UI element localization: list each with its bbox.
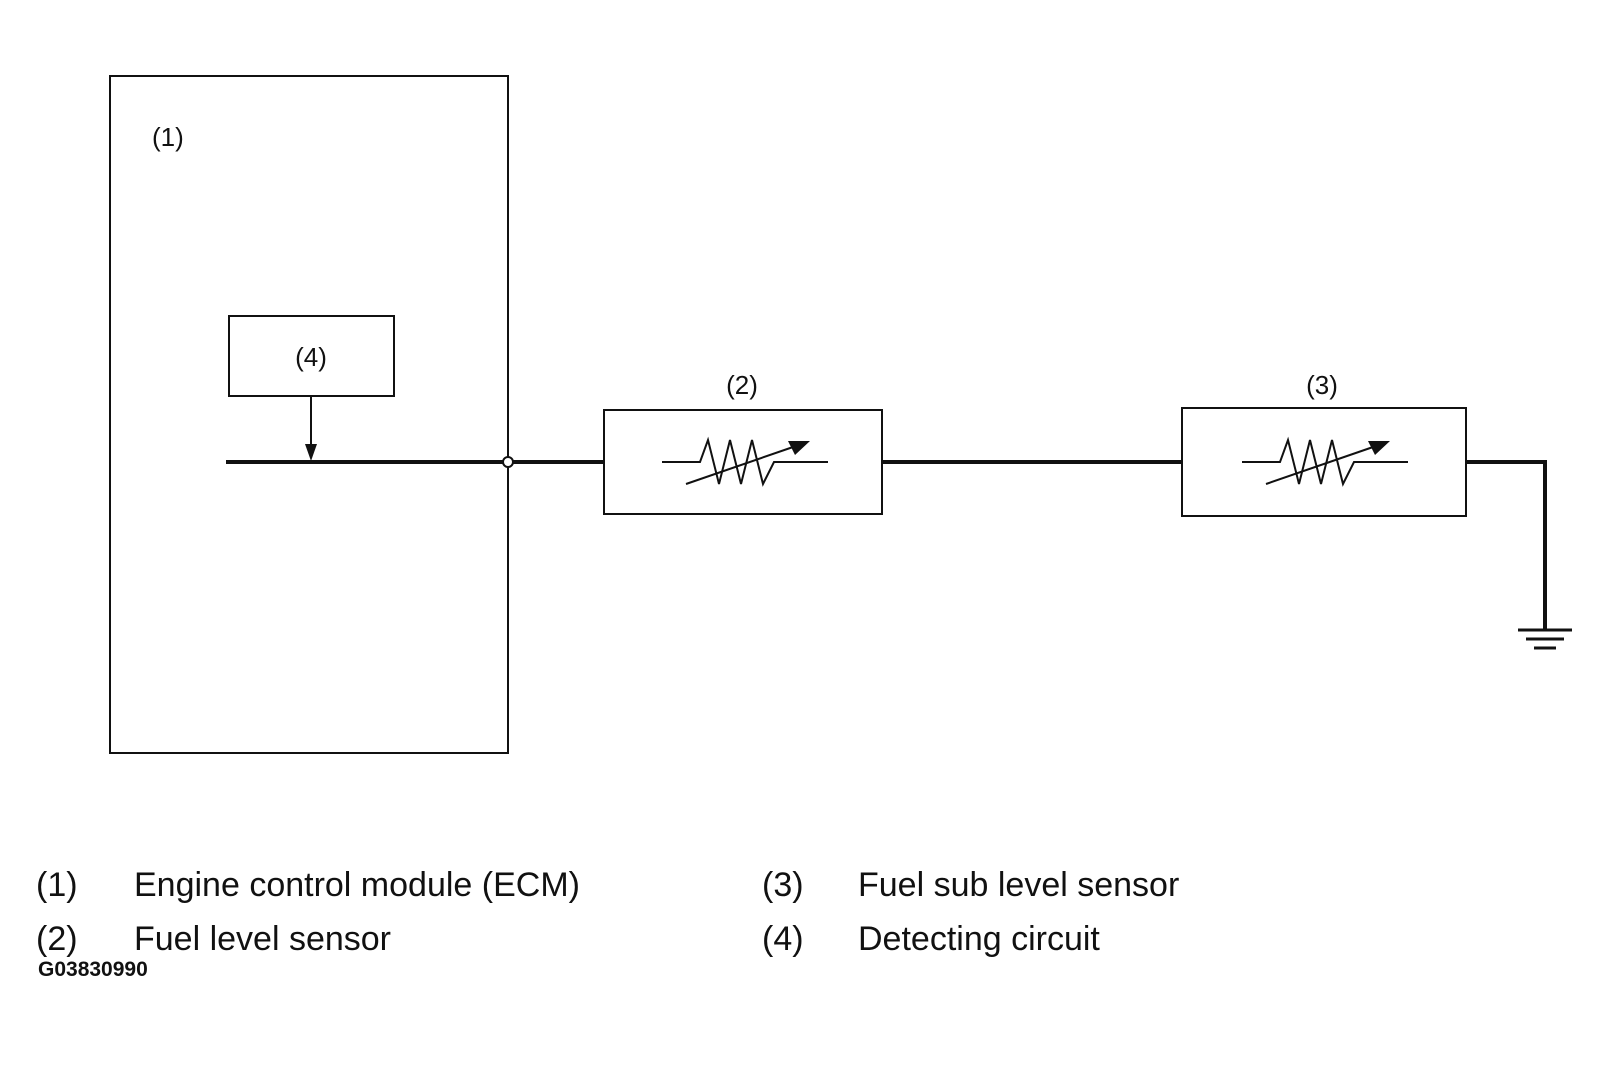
variable-resistor-icon (662, 436, 828, 487)
terminal-node (502, 456, 514, 468)
legend-num-2: (2) (36, 920, 78, 958)
legend-num-4: (4) (762, 920, 804, 958)
legend-text-1: Engine control module (ECM) (134, 866, 580, 904)
fuel-level-sensor-box (603, 409, 883, 515)
ground-icon (1518, 628, 1572, 650)
legend-num-1: (1) (36, 866, 78, 904)
ecm-label: (1) (152, 122, 184, 152)
legend-text-3: Fuel sub level sensor (858, 866, 1180, 904)
fuel-sub-level-sensor-label: (3) (1306, 370, 1338, 400)
detect-arrow-head (305, 444, 317, 461)
detecting-circuit-label: (4) (295, 342, 327, 372)
legend-num-3: (3) (762, 866, 804, 904)
legend-text-4: Detecting circuit (858, 920, 1100, 958)
variable-resistor-icon (1242, 436, 1408, 487)
fuel-level-sensor-label: (2) (726, 370, 758, 400)
wire-to-ground (1466, 460, 1547, 630)
legend-text-2: Fuel level sensor (134, 920, 392, 958)
figure-code: G03830990 (38, 958, 148, 981)
fuel-sub-level-sensor-box (1181, 407, 1467, 517)
ecm-box (109, 75, 509, 754)
